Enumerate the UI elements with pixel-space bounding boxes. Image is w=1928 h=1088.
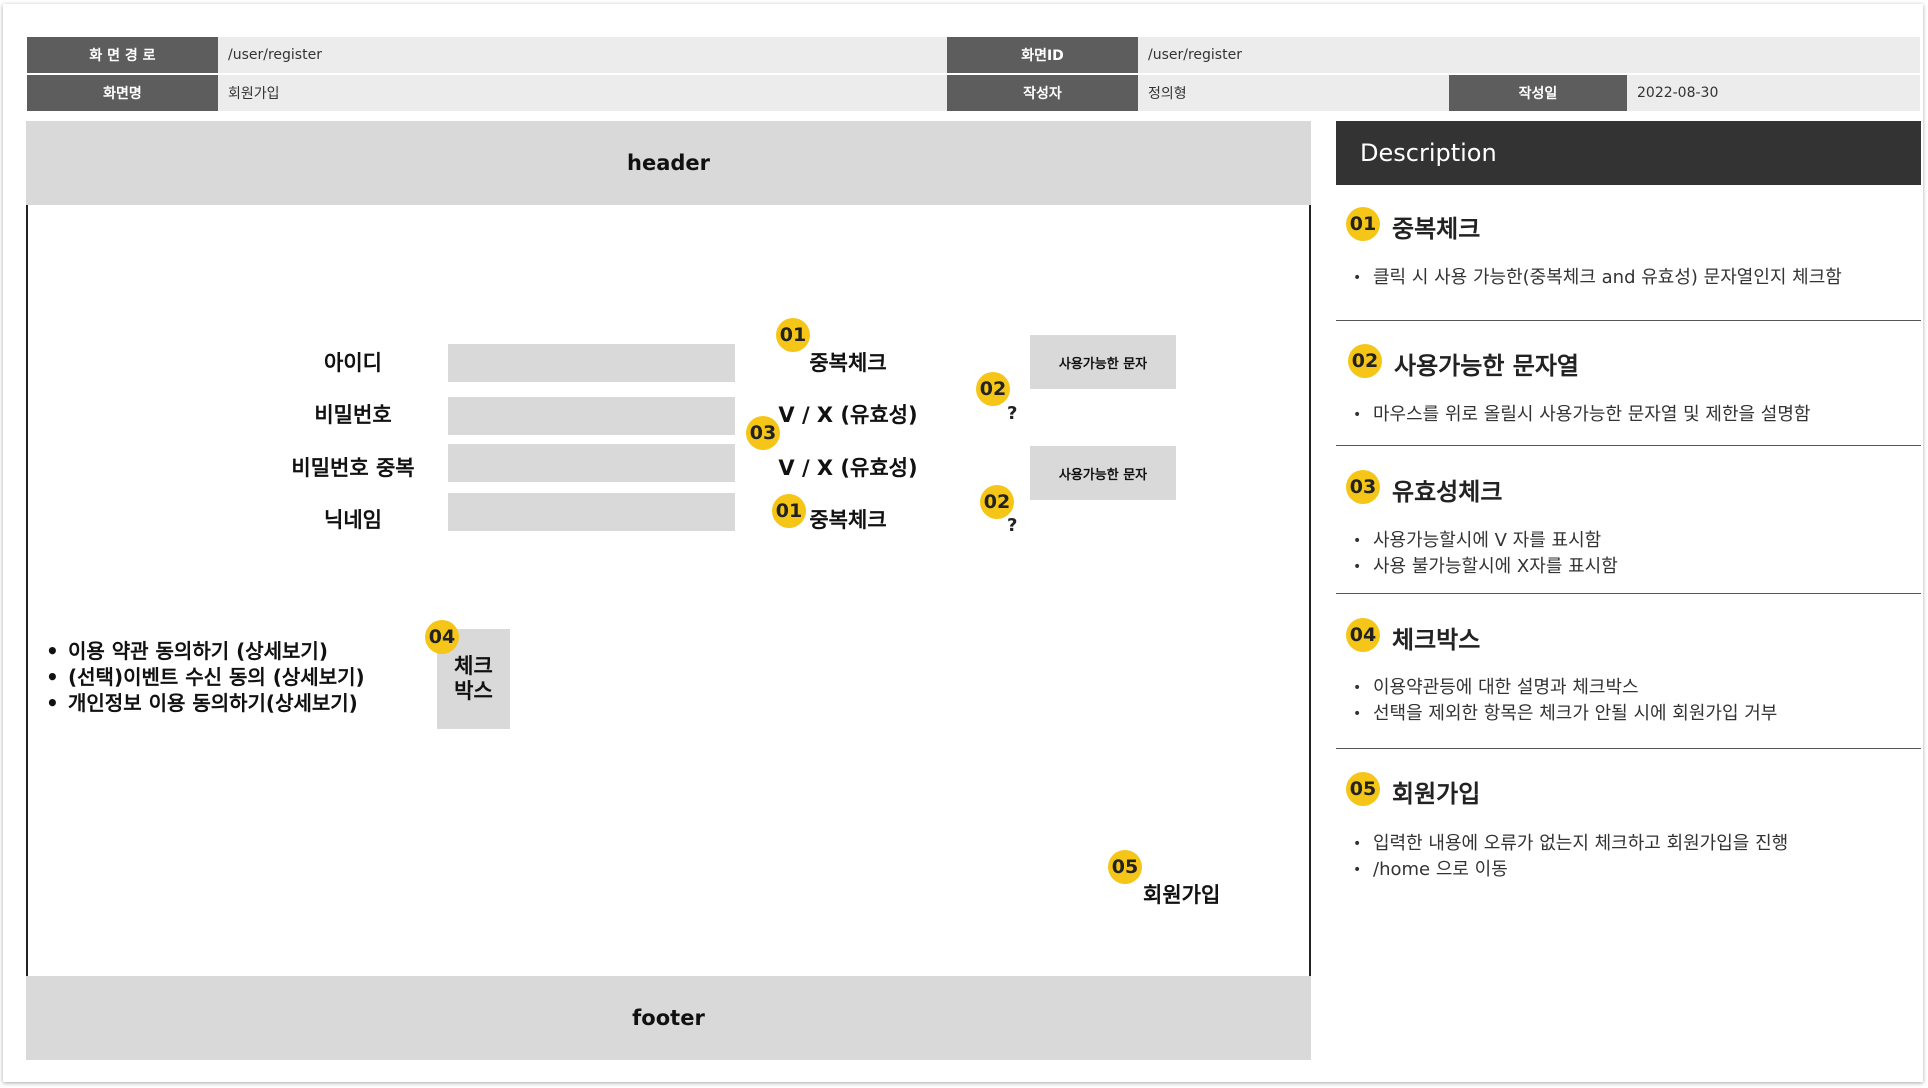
nickname-duplicate-check-button[interactable]: 중복체크 xyxy=(809,508,887,532)
desc-bullet: 이용약관등에 대한 설명과 체크박스 xyxy=(1353,675,1913,701)
desc-bullet: 마우스를 위로 올릴시 사용가능한 문자열 및 제한을 설명함 xyxy=(1353,402,1913,428)
desc-bullets-05: 입력한 내용에 오류가 없는지 체크하고 회원가입을 진행 /home 으로 이… xyxy=(1353,831,1913,883)
desc-divider xyxy=(1336,748,1921,749)
meta-path-value: /user/register xyxy=(218,37,947,73)
meta-screen-id-value: /user/register xyxy=(1138,37,1920,73)
desc-bullets-01: 클릭 시 사용 가능한(중복체크 and 유효성) 문자열인지 체크함 xyxy=(1353,265,1873,291)
wireframe-body-frame xyxy=(26,205,1311,976)
desc-bullet: 사용가능할시에 V 자를 표시함 xyxy=(1353,528,1913,554)
terms-item[interactable]: (선택)이벤트 수신 동의 (상세보기) xyxy=(46,664,365,690)
password-confirm-validity-indicator: V / X (유효성) xyxy=(778,456,918,480)
checkbox-label-line2: 박스 xyxy=(454,679,493,703)
id-duplicate-check-button[interactable]: 중복체크 xyxy=(809,351,887,375)
badge-01-nickname: 01 xyxy=(772,494,806,528)
label-password-confirm: 비밀번호 중복 xyxy=(291,456,415,480)
meta-date-label: 작성일 xyxy=(1449,75,1627,111)
description-title: Description xyxy=(1336,121,1921,185)
badge-04-checkbox: 04 xyxy=(425,620,459,654)
desc-badge-03: 03 xyxy=(1346,470,1380,504)
badge-03-validity: 03 xyxy=(746,416,780,450)
meta-author-label: 작성자 xyxy=(947,75,1138,111)
desc-badge-05: 05 xyxy=(1346,772,1380,806)
document-sheet: 화 면 경 로 /user/register 화면ID /user/regist… xyxy=(3,4,1923,1082)
meta-path-label: 화 면 경 로 xyxy=(27,37,218,73)
help-question-1[interactable]: ? xyxy=(1007,403,1018,424)
label-password: 비밀번호 xyxy=(314,403,392,427)
wireframe-header: header xyxy=(26,121,1311,205)
terms-item[interactable]: 개인정보 이용 동의하기(상세보기) xyxy=(46,690,365,716)
password-validity-indicator: V / X (유효성) xyxy=(778,403,918,427)
desc-bullet: 선택을 제외한 항목은 체크가 안될 시에 회원가입 거부 xyxy=(1353,701,1913,727)
desc-heading-01: 중복체크 xyxy=(1392,215,1481,243)
terms-item[interactable]: 이용 약관 동의하기 (상세보기) xyxy=(46,638,365,664)
badge-02-id: 02 xyxy=(976,372,1010,406)
desc-badge-02: 02 xyxy=(1348,344,1382,378)
desc-divider xyxy=(1336,320,1921,321)
label-nickname: 닉네임 xyxy=(324,508,382,532)
desc-divider xyxy=(1336,593,1921,594)
meta-date-value: 2022-08-30 xyxy=(1627,75,1920,111)
terms-checkbox[interactable]: 체크 박스 xyxy=(437,629,510,729)
desc-bullet: 클릭 시 사용 가능한(중복체크 and 유효성) 문자열인지 체크함 xyxy=(1353,265,1873,291)
signup-button[interactable]: 회원가입 xyxy=(1143,883,1221,907)
badge-02-nickname: 02 xyxy=(980,485,1014,519)
desc-bullet: 입력한 내용에 오류가 없는지 체크하고 회원가입을 진행 xyxy=(1353,831,1913,857)
desc-bullet: /home 으로 이동 xyxy=(1353,857,1913,883)
desc-bullets-03: 사용가능할시에 V 자를 표시함 사용 불가능할시에 X자를 표시함 xyxy=(1353,528,1913,580)
meta-screen-name-label: 화면명 xyxy=(27,75,218,111)
help-question-2[interactable]: ? xyxy=(1007,515,1018,536)
desc-heading-03: 유효성체크 xyxy=(1392,478,1503,506)
desc-heading-05: 회원가입 xyxy=(1392,780,1481,808)
desc-badge-04: 04 xyxy=(1346,618,1380,652)
desc-bullets-02: 마우스를 위로 올릴시 사용가능한 문자열 및 제한을 설명함 xyxy=(1353,402,1913,428)
meta-screen-name-value: 회원가입 xyxy=(218,75,947,111)
desc-divider xyxy=(1336,445,1921,446)
desc-badge-01: 01 xyxy=(1346,207,1380,241)
badge-05-signup: 05 xyxy=(1108,850,1142,884)
id-input[interactable] xyxy=(448,344,735,382)
password-confirm-input[interactable] xyxy=(448,444,735,482)
terms-list: 이용 약관 동의하기 (상세보기) (선택)이벤트 수신 동의 (상세보기) 개… xyxy=(46,638,365,716)
meta-screen-id-label: 화면ID xyxy=(947,37,1138,73)
desc-bullet: 사용 불가능할시에 X자를 표시함 xyxy=(1353,554,1913,580)
available-chars-tooltip-1: 사용가능한 문자 xyxy=(1030,335,1176,389)
desc-heading-04: 체크박스 xyxy=(1392,626,1481,654)
desc-bullets-04: 이용약관등에 대한 설명과 체크박스 선택을 제외한 항목은 체크가 안될 시에… xyxy=(1353,675,1913,727)
desc-heading-02: 사용가능한 문자열 xyxy=(1394,352,1579,380)
badge-01-id: 01 xyxy=(776,318,810,352)
meta-author-value: 정의형 xyxy=(1138,75,1449,111)
wireframe-footer: footer xyxy=(26,976,1311,1060)
password-input[interactable] xyxy=(448,397,735,435)
checkbox-label-line1: 체크 xyxy=(454,654,493,678)
label-id: 아이디 xyxy=(324,351,382,375)
available-chars-tooltip-2: 사용가능한 문자 xyxy=(1030,446,1176,500)
nickname-input[interactable] xyxy=(448,493,735,531)
